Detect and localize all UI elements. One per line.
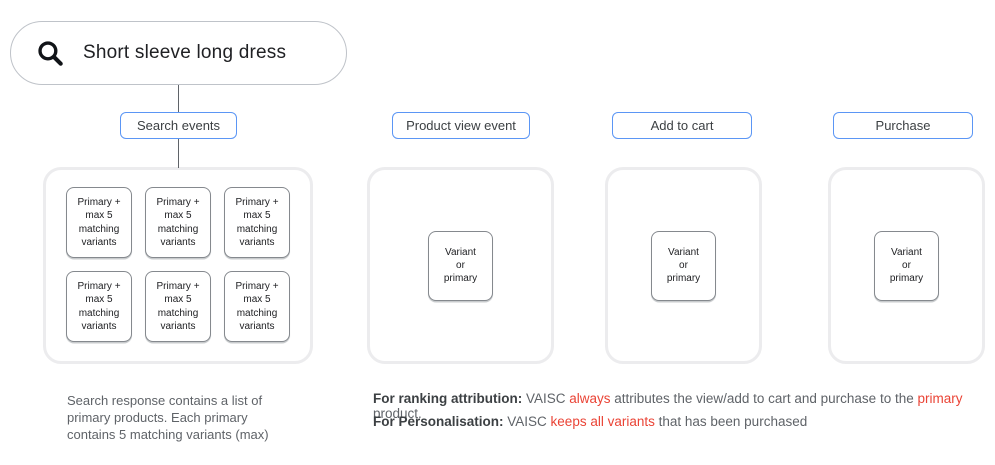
ranking-note-text: VAISC bbox=[522, 391, 570, 406]
ranking-attribution-note: For ranking attribution: VAISC always at… bbox=[373, 391, 995, 421]
variant-or-primary-box: Variant or primary bbox=[428, 230, 493, 301]
search-icon bbox=[35, 38, 66, 69]
variant-or-primary-box: Variant or primary bbox=[874, 230, 939, 301]
event-label-purchase: Purchase bbox=[833, 112, 973, 139]
primary-variants-box: Primary + max 5 matching variants bbox=[66, 187, 132, 258]
ranking-note-highlight: primary bbox=[917, 391, 963, 406]
primary-variants-box: Primary + max 5 matching variants bbox=[224, 187, 290, 258]
personalisation-note-text: that has been purchased bbox=[654, 414, 808, 429]
ranking-note-text: product. bbox=[373, 406, 422, 421]
personalisation-note-highlight: keeps all variants bbox=[550, 414, 655, 429]
ranking-note-label: For ranking attribution: bbox=[373, 391, 523, 406]
product-view-panel: Variant or primary bbox=[367, 167, 554, 364]
primary-variants-box: Primary + max 5 matching variants bbox=[145, 271, 211, 342]
personalisation-note-label: For Personalisation: bbox=[373, 414, 504, 429]
primary-variants-box: Primary + max 5 matching variants bbox=[66, 271, 132, 342]
event-label-search-events: Search events bbox=[120, 112, 237, 139]
add-to-cart-panel: Variant or primary bbox=[605, 167, 762, 364]
primary-variants-box: Primary + max 5 matching variants bbox=[224, 271, 290, 342]
ranking-note-text: attributes the view/add to cart and purc… bbox=[610, 391, 918, 406]
personalisation-note-text: VAISC bbox=[503, 414, 551, 429]
personalisation-note: For Personalisation: VAISC keeps all var… bbox=[373, 414, 807, 429]
search-events-panel: Primary + max 5 matching variants Primar… bbox=[43, 167, 313, 364]
variant-or-primary-box: Variant or primary bbox=[651, 230, 716, 301]
connector-label-to-panel bbox=[177, 139, 180, 168]
search-query-text: Short sleeve long dress bbox=[83, 42, 287, 63]
search-bar: Short sleeve long dress bbox=[10, 21, 347, 85]
search-response-note: Search response contains a list of prima… bbox=[67, 393, 269, 442]
primary-variants-box: Primary + max 5 matching variants bbox=[145, 187, 211, 258]
event-label-add-to-cart: Add to cart bbox=[612, 112, 752, 139]
purchase-panel: Variant or primary bbox=[828, 167, 985, 364]
event-label-product-view: Product view event bbox=[392, 112, 530, 139]
ranking-note-highlight: always bbox=[569, 391, 611, 406]
connector-pill-to-label bbox=[177, 85, 180, 112]
